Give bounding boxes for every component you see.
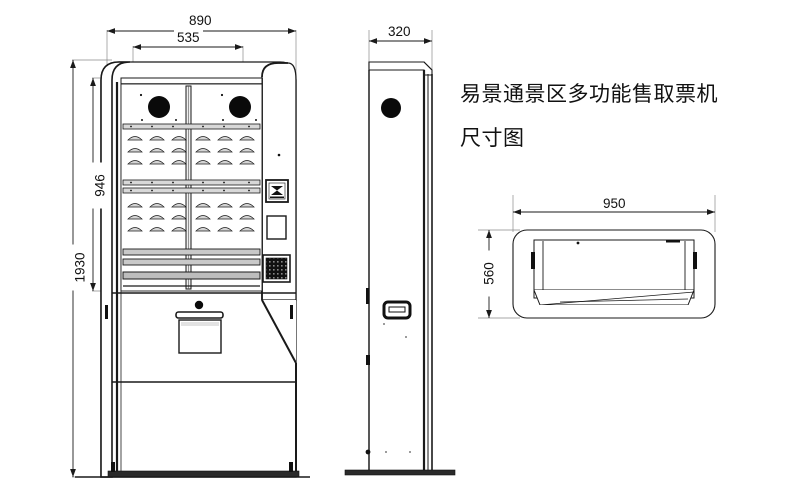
- delivery-sensor: [194, 300, 204, 310]
- dimension-label-320: 320: [385, 24, 414, 39]
- coil-grid-upper: [127, 136, 255, 165]
- side-speaker-port: [381, 98, 401, 118]
- dimension-label-890: 890: [186, 13, 215, 28]
- side-view-dimension-lines: [368, 30, 433, 70]
- base-plinth: [75, 462, 310, 478]
- top-plan-view: [512, 229, 716, 319]
- indicator-panel[interactable]: [266, 215, 287, 240]
- side-elevation-view: [344, 61, 456, 476]
- coil-grid-lower: [127, 203, 255, 232]
- product-shelf-row-3: [122, 248, 261, 280]
- title-line-2: 尺寸图: [460, 126, 525, 150]
- product-shelf-row-1: [122, 123, 261, 130]
- indicator-led: [277, 153, 281, 157]
- product-shelf-row-2: [122, 179, 261, 194]
- dimension-label-950: 950: [600, 196, 629, 211]
- title-block: 易景通景区多功能售取票机 尺寸图: [460, 72, 790, 160]
- dimension-label-535: 535: [174, 30, 203, 45]
- dimension-label-560: 560: [481, 250, 497, 297]
- title-line-1: 易景通景区多功能售取票机: [460, 82, 718, 106]
- ticket-dispenser-slot[interactable]: [382, 300, 412, 320]
- dimension-label-946: 946: [92, 162, 108, 209]
- keypad-panel[interactable]: [262, 254, 291, 283]
- card-reader-slot[interactable]: [265, 179, 289, 203]
- dimension-label-1930: 1930: [72, 244, 88, 291]
- side-base-foot: [344, 469, 456, 476]
- front-elevation-view: [75, 61, 310, 478]
- delivery-bin[interactable]: [175, 311, 224, 354]
